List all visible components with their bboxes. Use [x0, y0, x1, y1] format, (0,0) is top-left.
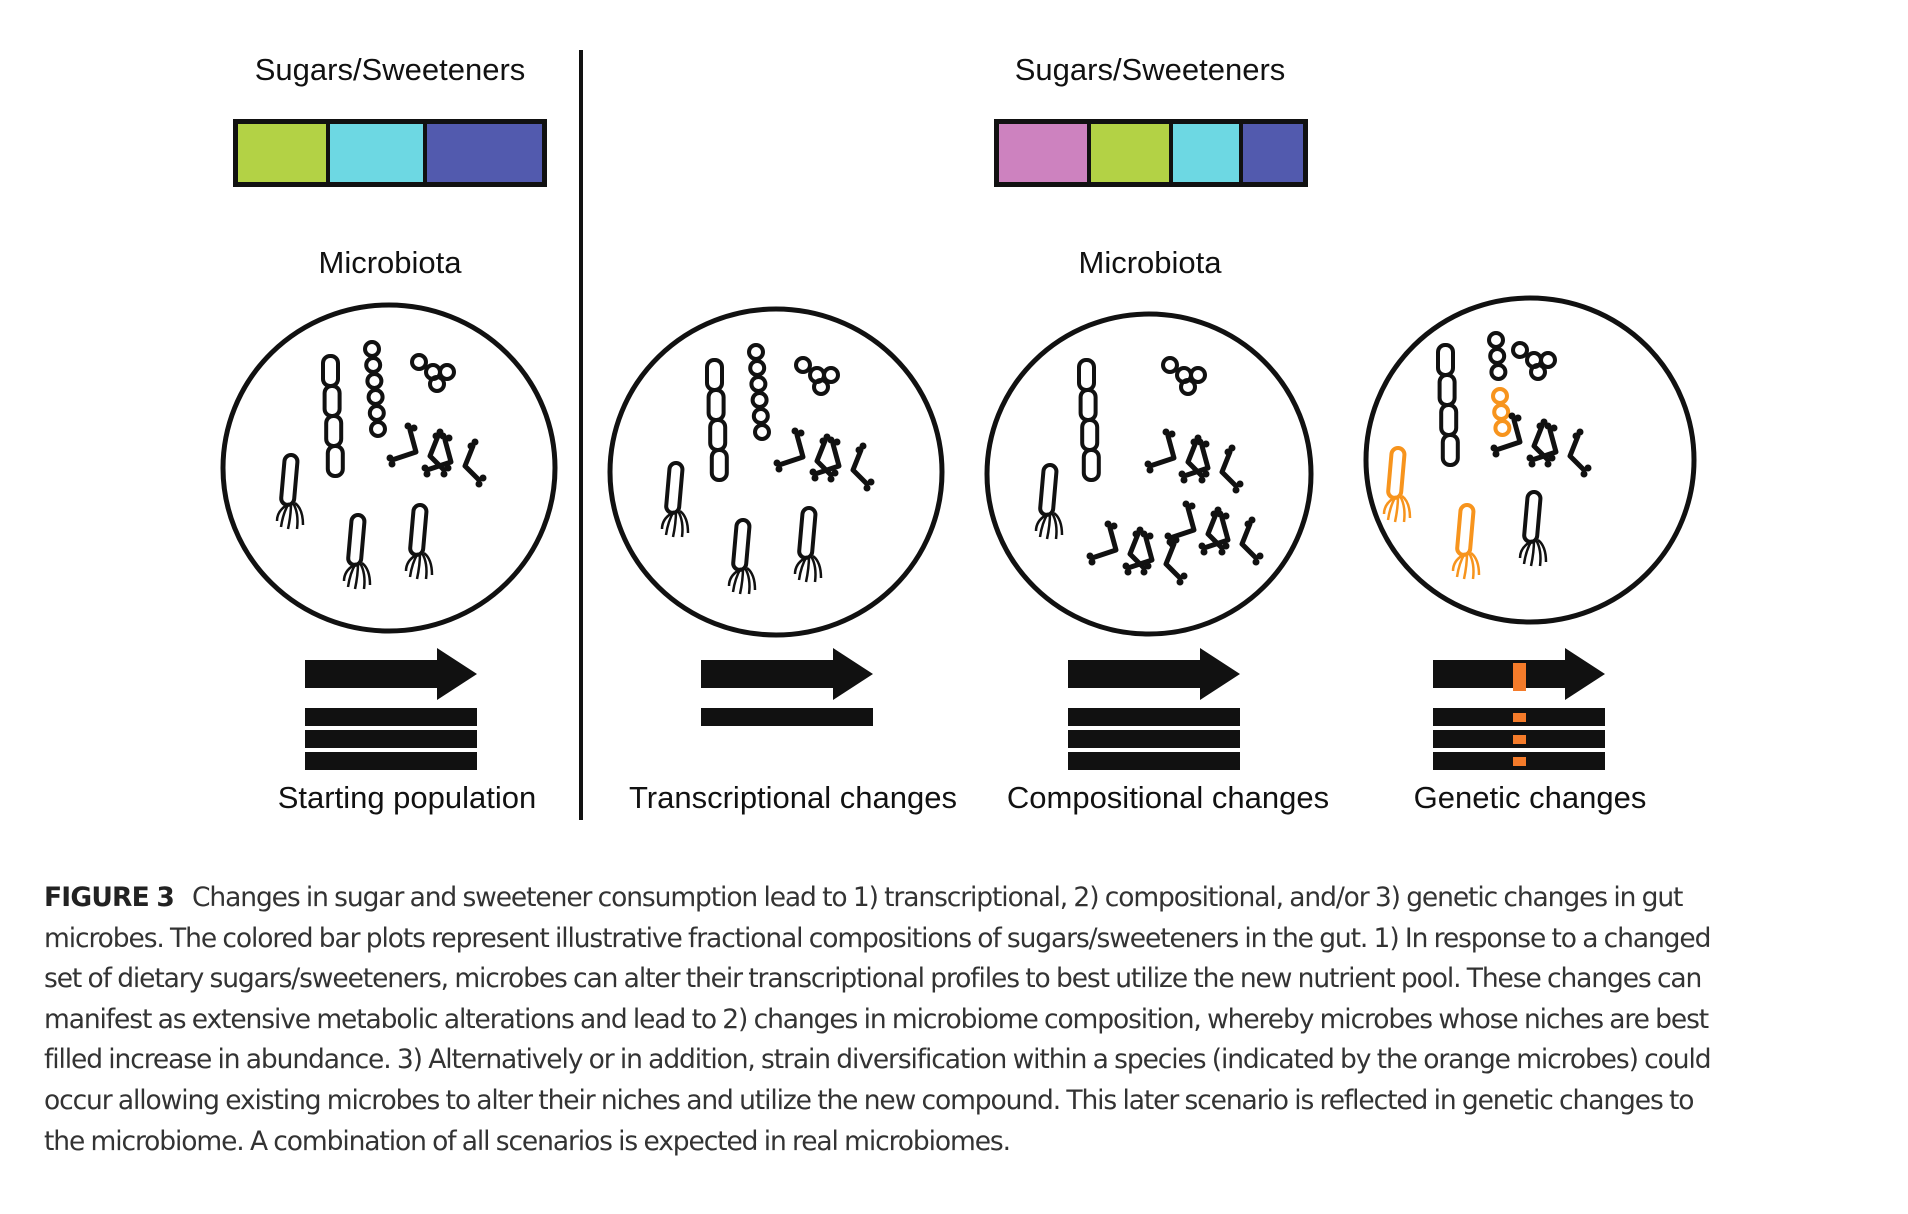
- microbiota-circle-genetic: [1363, 295, 1697, 625]
- chain-rod-microbe: [1077, 358, 1101, 482]
- left-sugars-title: Sugars/Sweeteners: [254, 52, 526, 87]
- caption-line: filled increase in abundance. 3) Alterna…: [44, 1044, 1712, 1076]
- cocci-cluster-microbe: [794, 356, 840, 396]
- transcript-bar: [701, 708, 873, 726]
- gene-arrow-icon: [305, 648, 477, 700]
- flagellated-bacillus-microbe: [1451, 503, 1481, 580]
- petri-circle: [607, 306, 945, 638]
- chain-rod-microbe: [321, 354, 345, 478]
- transcript-bar: [1068, 752, 1240, 770]
- flagellated-bacillus-microbe: [404, 503, 434, 580]
- cocci-chain-microbe: [747, 343, 771, 441]
- gene-expression-glyph-2: [701, 648, 873, 726]
- flagellated-bacillus-microbe: [1034, 463, 1064, 540]
- gene-arrow-icon: [1068, 648, 1240, 700]
- label-starting-population: Starting population: [277, 780, 537, 815]
- bar-segment-sugar-cyan: [326, 124, 424, 182]
- right-microbiota-title: Microbiota: [1078, 245, 1222, 280]
- petri-circle: [220, 302, 558, 634]
- branched-microbe: [1144, 428, 1210, 484]
- caption-line: microbes. The colored bar plots represen…: [44, 922, 1711, 954]
- branched-microbe: [421, 432, 487, 488]
- bar-segment-sugar-cyan: [1169, 124, 1240, 182]
- flagellated-bacillus-microbe: [727, 518, 757, 595]
- gene-arrow-icon: [701, 648, 873, 700]
- bar-segment-sugar-green: [1087, 124, 1170, 182]
- cocci-chain-microbe: [363, 340, 387, 438]
- transcript-bar: [1068, 708, 1240, 726]
- bar-segment-sugar-indigo: [1239, 124, 1303, 182]
- cocci-cluster-microbe: [410, 353, 456, 393]
- branched-microbe: [1526, 422, 1592, 478]
- gene-expression-glyph-4: [1433, 648, 1605, 770]
- transcript-bar: [1068, 730, 1240, 748]
- bar-segment-sugar-indigo: [423, 124, 542, 182]
- flagellated-bacillus-microbe: [793, 506, 823, 583]
- branched-microbe: [1198, 510, 1264, 566]
- label-transcriptional-changes: Transcriptional changes: [629, 780, 957, 815]
- caption-line: the microbiome. A combination of all sce…: [44, 1125, 1011, 1157]
- transcript-bar: [305, 730, 477, 748]
- label-genetic-changes: Genetic changes: [1413, 780, 1647, 815]
- transcript-bar: [305, 708, 477, 726]
- panel-divider: [579, 50, 583, 820]
- microbiota-circle-compositional: [984, 311, 1314, 637]
- mutation-mark: [1513, 663, 1526, 691]
- flagellated-bacillus-microbe: [342, 513, 372, 590]
- gene-expression-glyph-3: [1068, 648, 1240, 770]
- bar-segment-sweetener-pink: [999, 124, 1088, 182]
- left-sugar-composition-bar: [233, 119, 547, 187]
- branched-microbe: [773, 427, 839, 483]
- flagellated-bacillus-microbe: [1382, 446, 1412, 523]
- caption-line: set of dietary sugars/sweeteners, microb…: [44, 963, 1702, 995]
- microbiota-illustration: [220, 295, 1697, 770]
- microbiota-circle-starting: [220, 302, 558, 634]
- mutation-mark: [1513, 735, 1526, 744]
- mutation-mark: [1513, 757, 1526, 766]
- branched-microbe: [809, 436, 875, 492]
- transcript-bar: [305, 752, 477, 770]
- right-sugar-composition-bar: [994, 119, 1308, 187]
- chain-rod-microbe: [705, 358, 729, 482]
- left-microbiota-title: Microbiota: [318, 245, 462, 280]
- branched-microbe: [386, 422, 452, 478]
- cocci-chain-microbe: [1491, 387, 1512, 437]
- gene-expression-glyph-1: [305, 648, 477, 770]
- bar-segment-sugar-green: [238, 124, 327, 182]
- flagellated-bacillus-microbe: [1518, 490, 1548, 567]
- caption-line: manifest as extensive metabolic alterati…: [44, 1003, 1709, 1035]
- right-sugars-title: Sugars/Sweeteners: [1014, 52, 1286, 87]
- mutation-mark: [1513, 713, 1526, 722]
- branched-microbe: [1086, 520, 1152, 576]
- cocci-chain-microbe: [1487, 331, 1508, 381]
- label-compositional-changes: Compositional changes: [1006, 780, 1330, 815]
- branched-microbe: [1178, 438, 1244, 494]
- petri-circle: [984, 311, 1314, 637]
- petri-circle: [1363, 295, 1697, 625]
- caption-line: occur allowing existing microbes to alte…: [44, 1084, 1695, 1116]
- figure-label: FIGURE 3: [44, 882, 175, 913]
- cocci-cluster-microbe: [1511, 341, 1557, 381]
- cocci-cluster-microbe: [1161, 356, 1207, 396]
- flagellated-bacillus-microbe: [275, 453, 305, 530]
- chain-rod-microbe: [1436, 343, 1460, 467]
- flagellated-bacillus-microbe: [660, 461, 690, 538]
- microbiota-circle-transcriptional: [607, 306, 945, 638]
